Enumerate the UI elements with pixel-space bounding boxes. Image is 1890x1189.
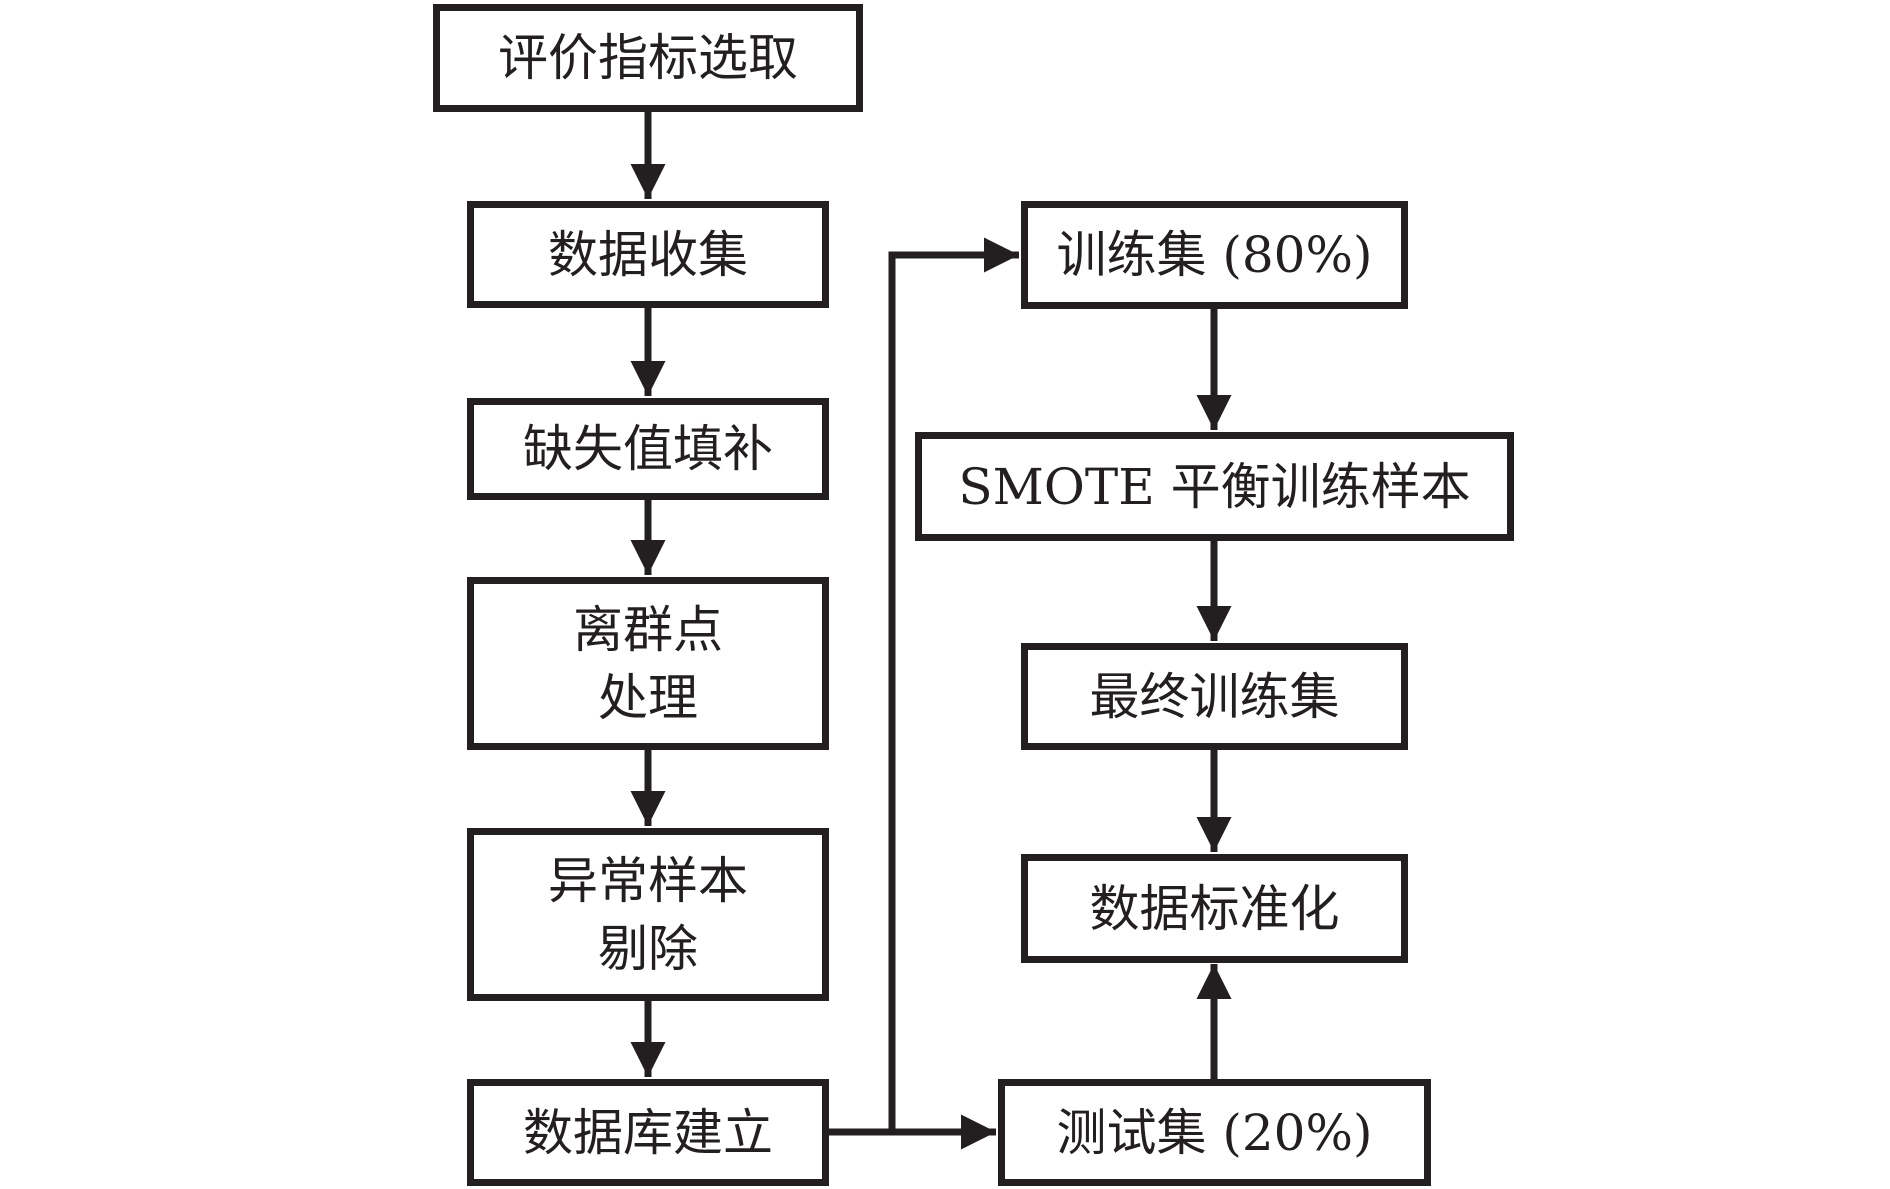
node-label: SMOTE 平衡训练样本 bbox=[958, 457, 1471, 516]
node-smote-balance: SMOTE 平衡训练样本 bbox=[915, 432, 1514, 541]
node-database-creation: 数据库建立 bbox=[467, 1079, 829, 1186]
arrow-database-to-training bbox=[828, 237, 1019, 1136]
node-label-line-1: 异常样本 bbox=[548, 851, 748, 910]
node-data-collection: 数据收集 bbox=[467, 201, 829, 308]
node-training-set: 训练集 (80%) bbox=[1021, 201, 1408, 309]
node-label: 数据收集 bbox=[548, 225, 748, 284]
node-label: 评价指标选取 bbox=[498, 29, 798, 87]
node-indicator-selection: 评价指标选取 bbox=[433, 4, 863, 112]
node-label: 最终训练集 bbox=[1089, 667, 1340, 726]
node-missing-value-imputation: 缺失值填补 bbox=[467, 398, 829, 500]
node-test-set: 测试集 (20%) bbox=[998, 1079, 1431, 1186]
node-label-line-1: 离群点 bbox=[573, 600, 723, 659]
node-label-line-2: 剔除 bbox=[598, 919, 698, 978]
node-label: 测试集 (20%) bbox=[1056, 1103, 1373, 1162]
node-label: 数据库建立 bbox=[523, 1103, 773, 1162]
node-label: 缺失值填补 bbox=[523, 420, 773, 478]
node-final-training-set: 最终训练集 bbox=[1021, 643, 1408, 750]
node-label: 数据标准化 bbox=[1089, 879, 1340, 938]
node-data-standardization: 数据标准化 bbox=[1021, 854, 1408, 963]
node-label: 训练集 (80%) bbox=[1056, 226, 1373, 284]
node-label-line-2: 处理 bbox=[598, 668, 698, 727]
node-abnormal-sample-removal: 异常样本 剔除 bbox=[467, 828, 829, 1001]
node-outlier-processing: 离群点 处理 bbox=[467, 577, 829, 750]
